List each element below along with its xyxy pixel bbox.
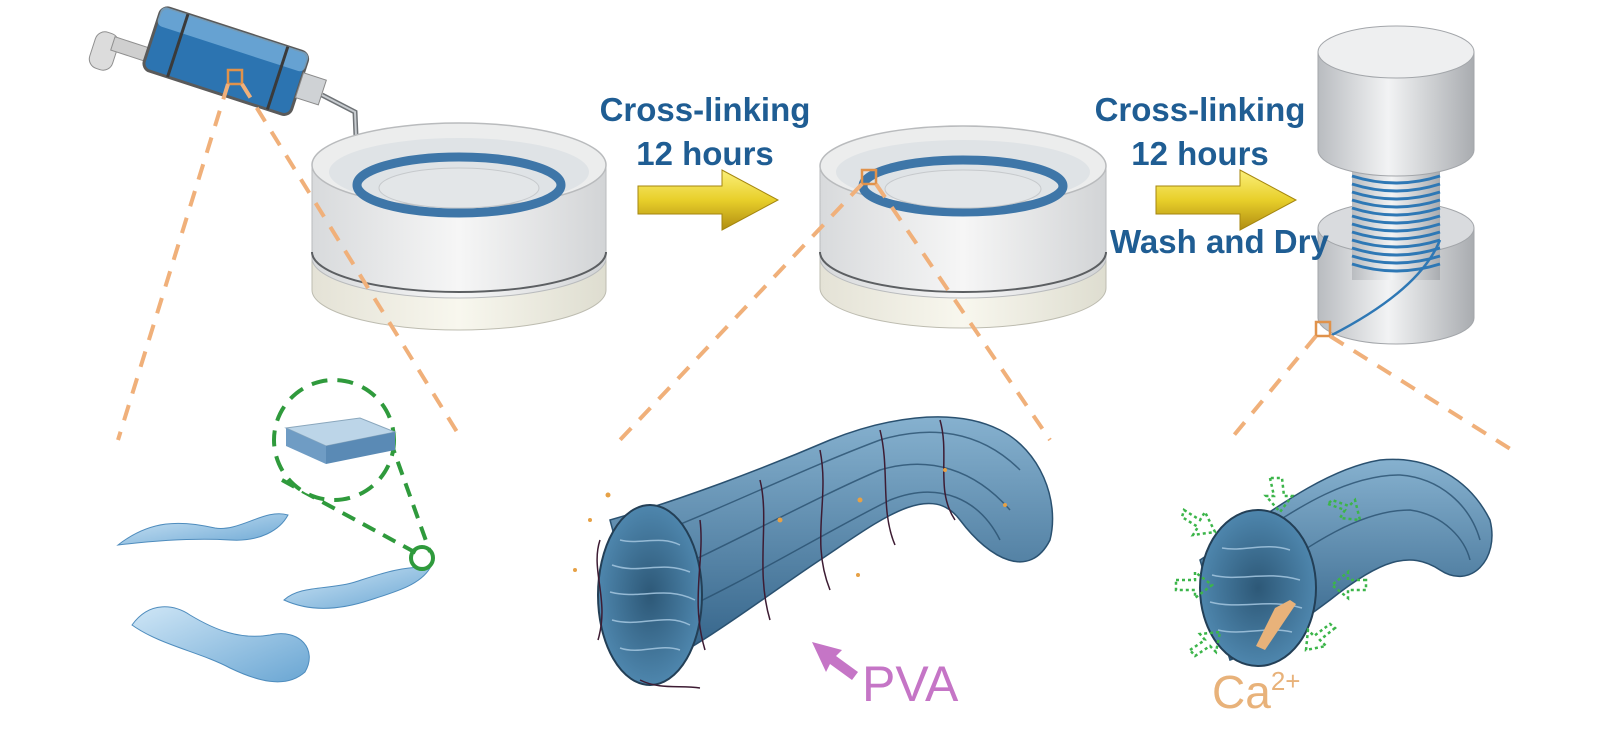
- right-arrow-icon: [637, 169, 780, 231]
- calcium-base: Ca: [1212, 666, 1271, 718]
- right-arrow-icon: [1155, 169, 1298, 231]
- step-1-label: Cross-linking 12 hours: [585, 88, 825, 176]
- step-2-label: Cross-linking 12 hours: [1080, 88, 1320, 176]
- calcium-fiber-icon: [1174, 458, 1493, 667]
- petri-dish-icon: [311, 122, 607, 331]
- step-2-line2: 12 hours: [1131, 135, 1269, 172]
- spool-icon: [1314, 25, 1475, 345]
- step-2-wash-label: Wash and Dry: [1110, 223, 1329, 260]
- petri-dish-icon: [819, 125, 1107, 329]
- calcium-charge: 2+: [1270, 666, 1301, 696]
- calcium-ion-label: Ca2+: [1212, 665, 1300, 719]
- step-1-line1: Cross-linking: [599, 91, 811, 128]
- fiber-bundle-icon: [573, 416, 1054, 689]
- magnified-flake-inset: [272, 378, 435, 571]
- syringe-icon: [88, 6, 361, 186]
- step-2-line1: Cross-linking: [1094, 91, 1306, 128]
- hydrogel-flake-icon: [116, 513, 431, 683]
- zoom-lines: [116, 82, 1514, 452]
- step-1-line2: 12 hours: [636, 135, 774, 172]
- pva-label: PVA: [862, 656, 959, 712]
